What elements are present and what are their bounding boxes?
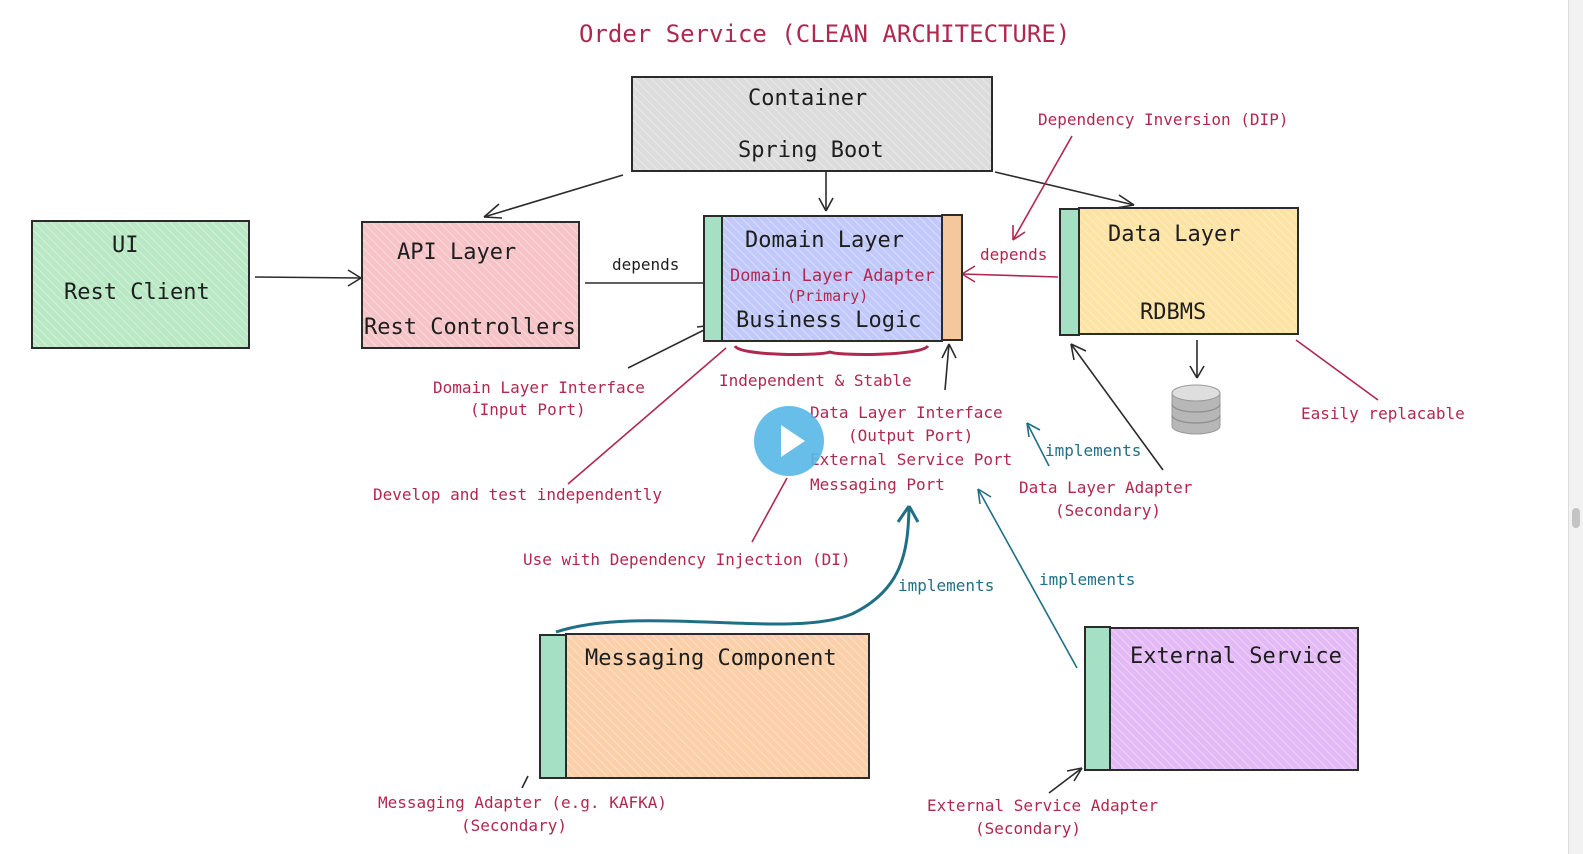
- arrow-ui-api: [254, 276, 362, 279]
- external-service-adapter-sub-label: (Secondary): [975, 819, 1081, 838]
- scrollbar-thumb[interactable]: [1572, 508, 1580, 528]
- arrow-messaging-adapter: [521, 775, 529, 789]
- arrowhead-implements-data: [1026, 422, 1041, 438]
- line-develop-test: [567, 347, 727, 485]
- external-service-label: External Service: [1130, 644, 1342, 669]
- play-button[interactable]: [754, 406, 824, 476]
- arrowhead-data-depends: [961, 265, 976, 283]
- arrow-implements-data: [1026, 422, 1050, 467]
- dip-label: Dependency Inversion (DIP): [1038, 110, 1289, 129]
- domain-layer-adapter-label: Domain Layer Adapter: [730, 266, 935, 286]
- arrowhead-ui-api: [347, 269, 362, 287]
- arrowhead-implements-external: [977, 488, 992, 505]
- messaging-adapter-sub-label: (Secondary): [461, 816, 567, 835]
- api-layer-box: [361, 221, 580, 349]
- container-box: [631, 76, 993, 172]
- arrow-external-adapter: [1048, 767, 1083, 794]
- line-easily-replacable: [1295, 339, 1379, 401]
- arrowhead-data-adapter: [1070, 343, 1087, 361]
- scrollbar-track[interactable]: [1568, 0, 1583, 854]
- domain-adapter-primary-label: (Primary): [787, 287, 869, 305]
- rest-controllers-label: Rest Controllers: [364, 315, 576, 340]
- arrowhead-implements-messaging: [896, 505, 920, 523]
- input-port-label: Domain Layer Interface: [433, 378, 645, 397]
- messaging-component-label: Messaging Component: [585, 646, 837, 671]
- arrow-implements-messaging: [555, 507, 911, 634]
- data-layer-box: [1078, 207, 1299, 335]
- arrowhead-rdbms-db: [1189, 365, 1205, 379]
- domain-layer-label: Domain Layer: [745, 228, 904, 253]
- database-icon: [1171, 384, 1221, 435]
- rest-client-label: Rest Client: [64, 280, 210, 305]
- output-port-sub-label: (Output Port): [848, 426, 974, 445]
- domain-layer-box: [721, 215, 943, 342]
- line-di: [751, 477, 788, 543]
- external-service-adapter-label: External Service Adapter: [927, 796, 1159, 815]
- arrow-container-data: [994, 171, 1135, 206]
- data-layer-adapter-sub-label: (Secondary): [1055, 501, 1161, 520]
- arrowhead-container-domain: [818, 197, 834, 212]
- messaging-adapter-label: Messaging Adapter (e.g. KAFKA): [378, 793, 667, 812]
- arrow-data-depends: [961, 273, 1059, 278]
- messaging-port-label: Messaging Port: [810, 475, 945, 494]
- brace-independent: [733, 344, 930, 356]
- implements-messaging-label: implements: [898, 576, 995, 595]
- develop-test-label: Develop and test independently: [373, 485, 662, 504]
- annotation-lines: [567, 135, 1379, 543]
- messaging-component-box: [565, 633, 870, 779]
- arrow-implements-external: [977, 488, 1078, 669]
- depends-api-label: depends: [612, 255, 680, 274]
- arrow-data-adapter: [1070, 343, 1164, 471]
- arrow-input-port: [627, 324, 715, 369]
- independent-stable-label: Independent & Stable: [719, 371, 912, 390]
- arrowhead-output-port: [941, 343, 957, 359]
- arrowhead-external-adapter: [1066, 767, 1083, 782]
- ui-box: [31, 220, 250, 349]
- input-port-sub-label: (Input Port): [470, 400, 586, 419]
- implements-external-label: implements: [1039, 570, 1136, 589]
- data-adapter-bar: [1059, 208, 1080, 336]
- spring-boot-label: Spring Boot: [738, 138, 884, 163]
- arrow-container-api: [483, 174, 624, 218]
- data-layer-adapter-label: Data Layer Adapter: [1019, 478, 1193, 497]
- business-logic-label: Business Logic: [736, 308, 922, 333]
- play-icon: [781, 425, 805, 457]
- arrowhead-dip: [1012, 225, 1026, 241]
- messaging-adapter-bar: [539, 634, 567, 779]
- arrowhead-container-api: [483, 203, 503, 219]
- depends-data-label: depends: [980, 245, 1048, 264]
- dependency-injection-label: Use with Dependency Injection (DI): [523, 550, 851, 569]
- implements-arrows: [555, 422, 1078, 669]
- diagram-title: Order Service (CLEAN ARCHITECTURE): [579, 20, 1071, 48]
- external-service-box: [1109, 627, 1359, 771]
- external-service-port-label: External Service Port: [810, 450, 1013, 469]
- implements-data-label: implements: [1045, 441, 1142, 460]
- output-port-label: Data Layer Interface: [810, 403, 1003, 422]
- ui-label: UI: [112, 233, 139, 258]
- external-adapter-bar: [1084, 626, 1111, 771]
- domain-input-port-bar: [703, 215, 723, 342]
- api-layer-label: API Layer: [397, 240, 517, 265]
- domain-output-port-bar: [941, 214, 963, 341]
- easily-replacable-label: Easily replacable: [1301, 404, 1465, 423]
- container-label: Container: [748, 86, 868, 111]
- rdbms-label: RDBMS: [1140, 300, 1207, 325]
- arrow-output-port: [944, 343, 950, 391]
- data-layer-label: Data Layer: [1108, 222, 1241, 247]
- arrow-dip: [1012, 135, 1073, 241]
